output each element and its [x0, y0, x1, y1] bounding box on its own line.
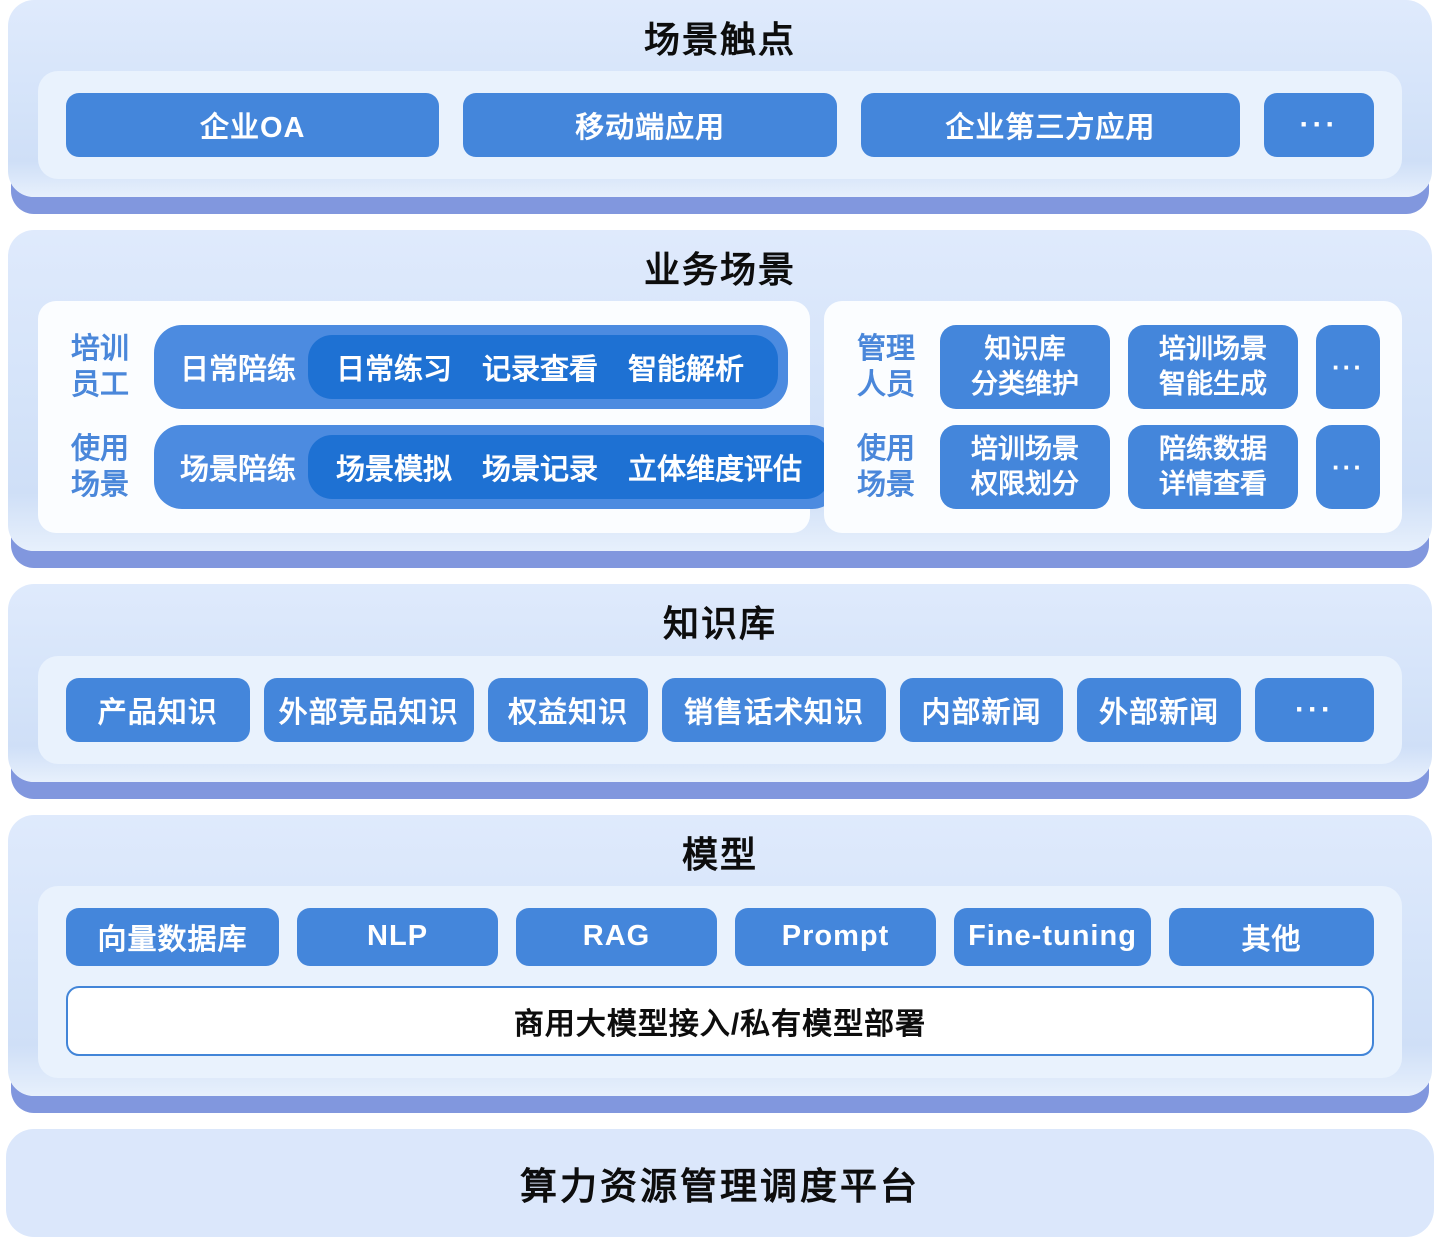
trainee-label-line2: 员工: [70, 369, 129, 402]
chip-enterprise-oa: 企业OA: [66, 93, 440, 158]
item-daily-practice: 日常练习: [336, 354, 453, 387]
touchpoints-tray: 企业OA 移动端应用 企业第三方应用 ···: [38, 71, 1402, 180]
chip-scene-smart-generation: 培训场景 智能生成: [1128, 325, 1298, 410]
trainee-scenes-card: 培训 员工 日常陪练 日常练习 记录查看 智能解析 使用 场景: [38, 301, 841, 534]
chip-internal-news: 内部新闻: [899, 677, 1064, 742]
models-tray: 向量数据库 NLP RAG Prompt Fine-tuning 其他 商用大模…: [38, 885, 1402, 1078]
chip-line: 培训场景: [1159, 333, 1267, 364]
trainee-label-line1: 培训: [70, 333, 129, 366]
chip-line: 培训场景: [971, 433, 1079, 464]
layer-models: 模型 向量数据库 NLP RAG Prompt Fine-tuning 其他 商…: [8, 814, 1432, 1096]
chip-mobile-app: 移动端应用: [463, 93, 837, 158]
admin-label-line4: 场景: [856, 469, 915, 502]
item-record-view: 记录查看: [482, 354, 599, 387]
chip-vector-database: 向量数据库: [66, 907, 280, 966]
more-ellipsis-chip: ···: [1264, 93, 1374, 158]
layer-scene-touchpoints: 场景触点 企业OA 移动端应用 企业第三方应用 ···: [8, 0, 1432, 198]
chip-product-knowledge: 产品知识: [66, 677, 250, 742]
layer-title-scene-touchpoints: 场景触点: [643, 19, 796, 60]
trainee-label-bottom: 使用 场景: [64, 431, 136, 504]
chip-line: 权限划分: [971, 469, 1079, 500]
admin-row-1: 管理 人员 知识库 分类维护 培训场景 智能生成 ···: [850, 325, 1380, 410]
chip-sales-script-knowledge: 销售话术知识: [662, 677, 886, 742]
chip-line: 陪练数据: [1159, 433, 1267, 464]
trainee-label-line3: 使用: [70, 433, 129, 466]
chip-prompt: Prompt: [735, 907, 936, 966]
daily-training-pill-label: 日常陪练: [180, 354, 297, 387]
scene-training-row: 使用 场景 场景陪练 场景模拟 场景记录 立体维度评估: [64, 425, 841, 510]
item-multidimensional-evaluation: 立体维度评估: [628, 454, 803, 487]
scene-training-pill: 场景陪练 场景模拟 场景记录 立体维度评估: [154, 425, 841, 510]
admin-label-line2: 人员: [856, 369, 915, 402]
layer-knowledge-base: 知识库 产品知识 外部竞品知识 权益知识 销售话术知识 内部新闻 外部新闻 ··…: [8, 584, 1432, 782]
chip-kb-category-maintenance: 知识库 分类维护: [940, 325, 1110, 410]
chip-nlp: NLP: [297, 907, 499, 966]
more-ellipsis-chip: ···: [1254, 677, 1374, 742]
more-ellipsis-chip: ···: [1316, 425, 1380, 510]
chip-other: 其他: [1168, 907, 1374, 966]
more-ellipsis-chip: ···: [1316, 325, 1380, 410]
admin-label-top: 管理 人员: [850, 331, 922, 404]
chip-line: 详情查看: [1159, 469, 1267, 500]
item-scene-simulation: 场景模拟: [336, 454, 453, 487]
daily-training-row: 培训 员工 日常陪练 日常练习 记录查看 智能解析: [64, 325, 788, 410]
compute-platform-bar: 算力资源管理调度平台: [6, 1128, 1434, 1237]
admin-label-line1: 管理: [856, 333, 915, 366]
daily-training-items: 日常练习 记录查看 智能解析: [308, 335, 778, 400]
chip-rag: RAG: [516, 907, 718, 966]
layer-title-knowledge-base: 知识库: [662, 603, 777, 645]
trainee-label-top: 培训 员工: [64, 331, 136, 404]
model-access-bar: 商用大模型接入/私有模型部署: [66, 985, 1374, 1056]
scene-training-items: 场景模拟 场景记录 立体维度评估: [308, 435, 831, 500]
chip-scene-permission: 培训场景 权限划分: [940, 425, 1110, 510]
daily-training-pill: 日常陪练 日常练习 记录查看 智能解析: [154, 325, 788, 410]
item-smart-analysis: 智能解析: [628, 354, 745, 387]
knowledge-tray: 产品知识 外部竞品知识 权益知识 销售话术知识 内部新闻 外部新闻 ···: [38, 655, 1402, 764]
chip-line: 知识库: [984, 333, 1066, 364]
admin-row-2: 使用 场景 培训场景 权限划分 陪练数据 详情查看 ···: [850, 425, 1380, 510]
chip-competitor-knowledge: 外部竞品知识: [263, 677, 474, 742]
chip-training-data-detail: 陪练数据 详情查看: [1128, 425, 1298, 510]
admin-scenes-card: 管理 人员 知识库 分类维护 培训场景 智能生成 ··· 使用 场景: [824, 301, 1402, 534]
chip-benefit-knowledge: 权益知识: [487, 677, 649, 742]
chip-external-news: 外部新闻: [1077, 677, 1241, 742]
chip-fine-tuning: Fine-tuning: [954, 907, 1151, 966]
layer-title-models: 模型: [681, 833, 758, 875]
trainee-label-line4: 场景: [70, 469, 129, 502]
admin-label-line3: 使用: [856, 433, 915, 466]
scene-training-pill-label: 场景陪练: [180, 454, 297, 487]
chip-line: 智能生成: [1159, 369, 1267, 400]
chip-line: 分类维护: [971, 369, 1079, 400]
admin-label-bottom: 使用 场景: [850, 431, 922, 504]
layer-title-business-scenes: 业务场景: [643, 249, 796, 291]
chip-third-party-app: 企业第三方应用: [860, 93, 1240, 158]
layer-business-scenes: 业务场景 培训 员工 日常陪练 日常练习 记录查看 智能解析: [8, 230, 1432, 552]
item-scene-record: 场景记录: [482, 454, 599, 487]
